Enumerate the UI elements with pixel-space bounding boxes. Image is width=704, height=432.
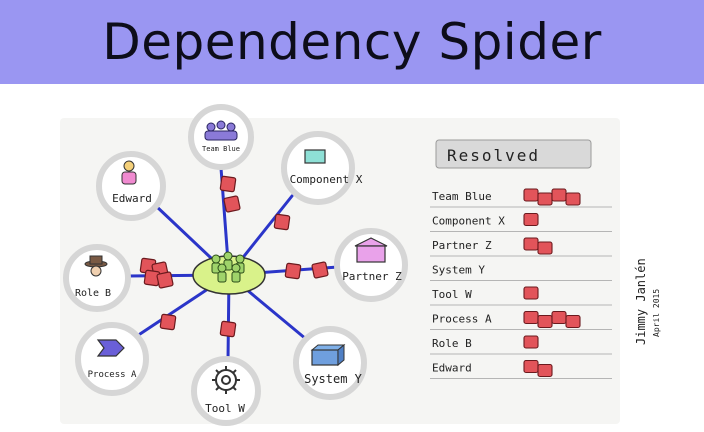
hub-people-icon: [211, 251, 245, 283]
resolved-row-label: Tool W: [432, 288, 472, 301]
component-box-icon: [304, 149, 326, 164]
resolved-token: [565, 192, 581, 206]
resolved-token: [523, 335, 539, 349]
resolved-row: Process A: [430, 310, 612, 330]
author-signature: Jimmy Janlén April 2015: [634, 258, 661, 345]
node-label: Process A: [88, 370, 137, 380]
node-label: Partner Z: [342, 270, 402, 283]
node-component-x: Component X: [281, 131, 363, 205]
resolved-row-label: Role B: [432, 337, 472, 350]
node-system-y: System Y: [293, 326, 367, 400]
resolved-token: [523, 188, 539, 202]
resolved-token: [523, 359, 539, 374]
hat-person-icon: [84, 255, 108, 277]
resolved-row: Team Blue: [430, 188, 612, 208]
node-label: Component X: [290, 173, 363, 186]
process-arrow-icon: [96, 339, 125, 357]
node-label: Tool W: [205, 402, 245, 415]
resolved-token: [565, 314, 581, 329]
node-team-blue: Team Blue: [188, 104, 254, 170]
dependency-token: [219, 175, 237, 193]
resolved-row: System Y: [430, 264, 612, 281]
resolved-token: [523, 310, 539, 325]
signature-name: Jimmy Janlén: [634, 258, 648, 345]
resolved-row: Partner Z: [430, 237, 612, 257]
node-tool-w: Tool W: [191, 356, 261, 426]
system-box-icon: [310, 343, 346, 367]
resolved-token: [551, 188, 567, 202]
resolved-row-label: Team Blue: [432, 190, 492, 203]
resolved-token: [523, 212, 539, 227]
resolved-row-label: Edward: [432, 362, 472, 375]
node-role-b: Role B: [63, 244, 131, 312]
person-icon: [121, 160, 137, 185]
dependency-token: [284, 262, 302, 280]
resolved-heading: Resolved: [447, 146, 540, 165]
dependency-token: [219, 320, 237, 338]
node-label: Role B: [75, 288, 111, 299]
signature-date: April 2015: [652, 289, 661, 337]
dependency-token: [223, 195, 241, 213]
dependency-token: [159, 313, 177, 331]
spoke-dependency-tokens: [139, 175, 329, 338]
people-group-icon: [204, 120, 238, 141]
resolved-header-box: [435, 139, 592, 169]
dependency-token: [273, 213, 291, 231]
resolved-token: [537, 314, 553, 329]
dependency-token: [156, 271, 174, 289]
spider-hub: [192, 251, 266, 295]
gear-icon: [212, 366, 240, 394]
resolved-token: [537, 363, 553, 378]
resolved-row-label: Partner Z: [432, 239, 492, 252]
node-edward: Edward: [96, 151, 166, 221]
node-partner-z: Partner Z: [334, 228, 408, 302]
title-banner: Dependency Spider: [0, 0, 704, 84]
resolved-token: [523, 237, 539, 251]
resolved-row: Tool W: [430, 286, 612, 306]
partner-house-icon: [354, 237, 388, 263]
resolved-token: [537, 241, 553, 255]
resolved-token: [537, 192, 553, 206]
node-label: Edward: [112, 192, 152, 205]
resolved-row-label: Process A: [432, 313, 492, 326]
resolved-row: Component X: [430, 212, 612, 232]
resolved-row-label: Component X: [432, 215, 505, 228]
resolved-row: Edward: [430, 359, 612, 379]
page-title: Dependency Spider: [102, 13, 602, 71]
resolved-row: Role B: [430, 335, 612, 355]
dependency-token: [311, 261, 329, 279]
node-label: System Y: [304, 372, 363, 386]
resolved-token: [551, 310, 567, 325]
resolved-row-label: System Y: [432, 264, 485, 277]
resolved-token: [523, 286, 539, 300]
node-process-a: Process A: [75, 322, 149, 396]
node-label: Team Blue: [202, 145, 240, 153]
